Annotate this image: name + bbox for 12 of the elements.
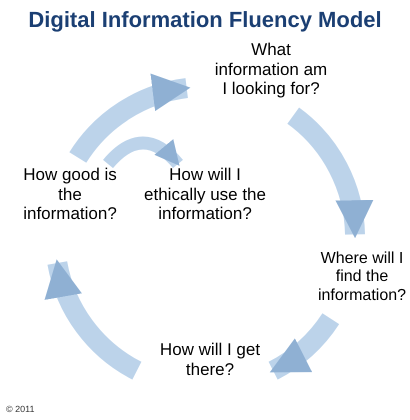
cycle-arrow [46, 259, 142, 380]
cycle-arrow [286, 108, 372, 238]
title: Digital Information Fluency Model [27, 6, 383, 34]
question-text: Where will I find the information? [316, 250, 408, 306]
question-text: How good is the information? [22, 165, 118, 224]
cycle-arrow [70, 76, 190, 164]
question-text: How will I ethically use the information? [143, 165, 267, 224]
question-text: What information am I looking for? [214, 40, 328, 99]
cycle-arrow [268, 312, 339, 380]
curved-arrow [103, 136, 183, 168]
copyright-note: © 2011 [6, 402, 34, 416]
question-text: How will I get there? [158, 340, 262, 380]
